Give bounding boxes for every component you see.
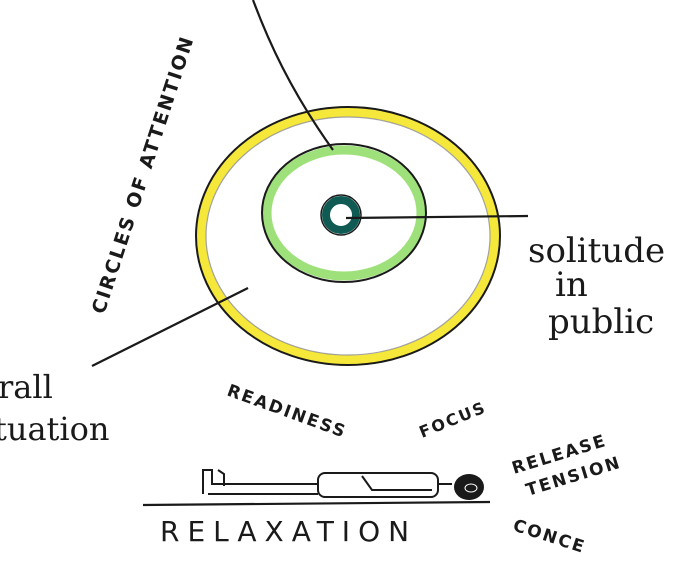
solitude-label-line1: solitude [528, 231, 665, 271]
pointer-line-overall [92, 288, 248, 366]
ground-line [143, 502, 490, 505]
relaxation-label: RELAXATION [160, 515, 417, 548]
diagram-title: CIRCLES OF ATTENTION [88, 33, 199, 317]
figure-head [454, 474, 484, 500]
solitude-label-line2: in [555, 265, 588, 305]
solitude-label-line3: public [548, 302, 654, 342]
inner-circle [326, 200, 356, 230]
focus-label: FOCUS [416, 398, 489, 442]
pointer-line-solitude [346, 216, 528, 218]
overall-label-line1: rall [0, 368, 53, 406]
overall-label-line2: tuation [0, 410, 110, 448]
lying-figure [203, 470, 452, 497]
readiness-label: READINESS [224, 381, 349, 443]
concentration-label: CONCE [510, 516, 588, 558]
